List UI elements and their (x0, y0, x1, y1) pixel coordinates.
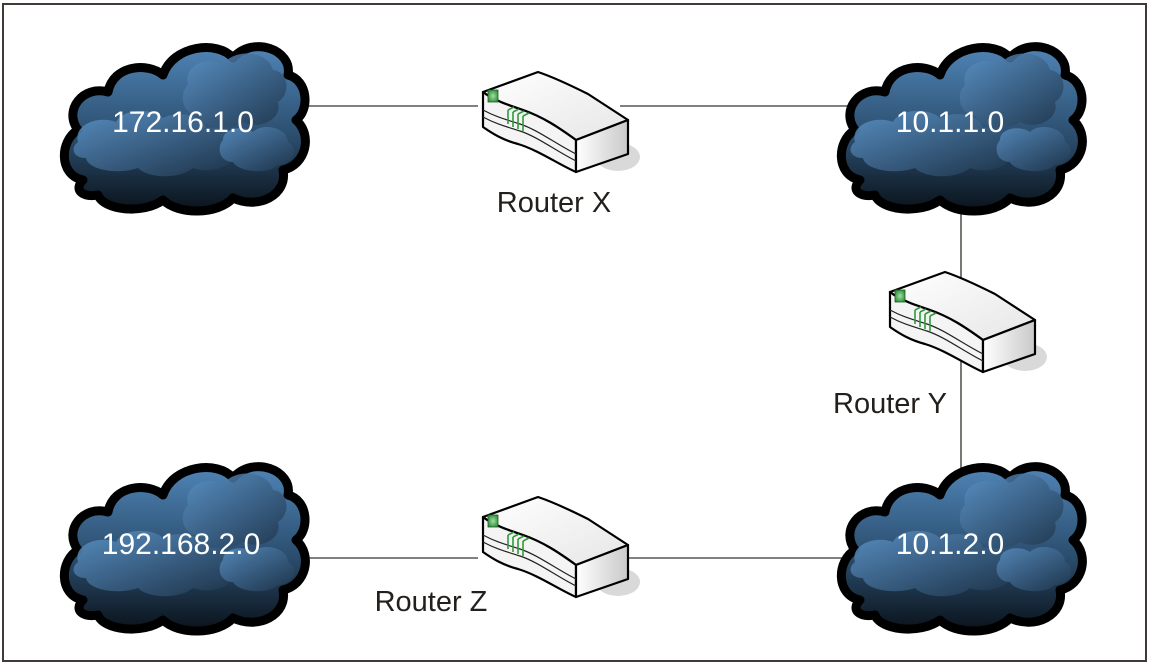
router-icon (481, 70, 642, 174)
network-label: 192.168.2.0 (102, 528, 260, 561)
network-label: 172.16.1.0 (112, 106, 254, 139)
diagram-frame (2, 3, 1147, 662)
router-z-label: Router Z (375, 586, 488, 618)
network-label: 10.1.2.0 (896, 528, 1004, 561)
network-cloud-10-1-1-0[interactable]: 10.1.1.0 (841, 47, 1082, 211)
router-icon (888, 270, 1049, 374)
network-cloud-172-16-1-0[interactable]: 172.16.1.0 (64, 47, 305, 211)
router-y-label: Router Y (833, 388, 947, 420)
network-cloud-10-1-2-0[interactable]: 10.1.2.0 (841, 467, 1082, 631)
router-x-label: Router X (497, 187, 611, 219)
router-y[interactable] (888, 270, 1049, 374)
network-label: 10.1.1.0 (896, 106, 1004, 139)
router-icon (481, 495, 642, 599)
router-z[interactable] (481, 495, 642, 599)
network-cloud-192-168-2-0[interactable]: 192.168.2.0 (64, 467, 305, 631)
router-x[interactable] (481, 70, 642, 174)
